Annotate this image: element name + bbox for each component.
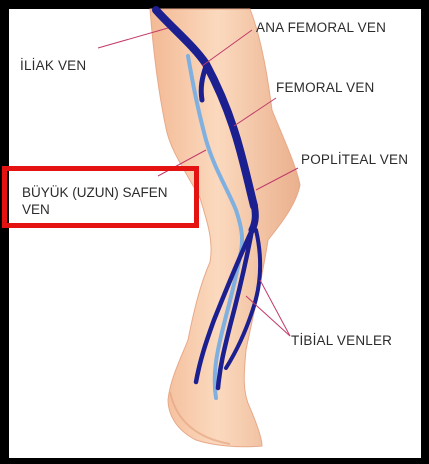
leader-tibial-b (260, 280, 290, 336)
label-great-saphenous-line2: VEN (22, 201, 197, 218)
label-popliteal-vein: POPLİTEAL VEN (301, 152, 408, 168)
label-tibial-veins: TİBİAL VENLER (291, 333, 392, 349)
label-common-femoral-vein: ANA FEMORAL VEN (256, 20, 386, 36)
label-iliac-vein: İLİAK VEN (20, 58, 86, 74)
label-great-saphenous-vein: BÜYÜK (UZUN) SAFEN VEN (22, 184, 197, 218)
label-great-saphenous-line1: BÜYÜK (UZUN) SAFEN (22, 184, 197, 201)
label-femoral-vein: FEMORAL VEN (276, 80, 374, 96)
popliteal-vein (252, 204, 255, 230)
